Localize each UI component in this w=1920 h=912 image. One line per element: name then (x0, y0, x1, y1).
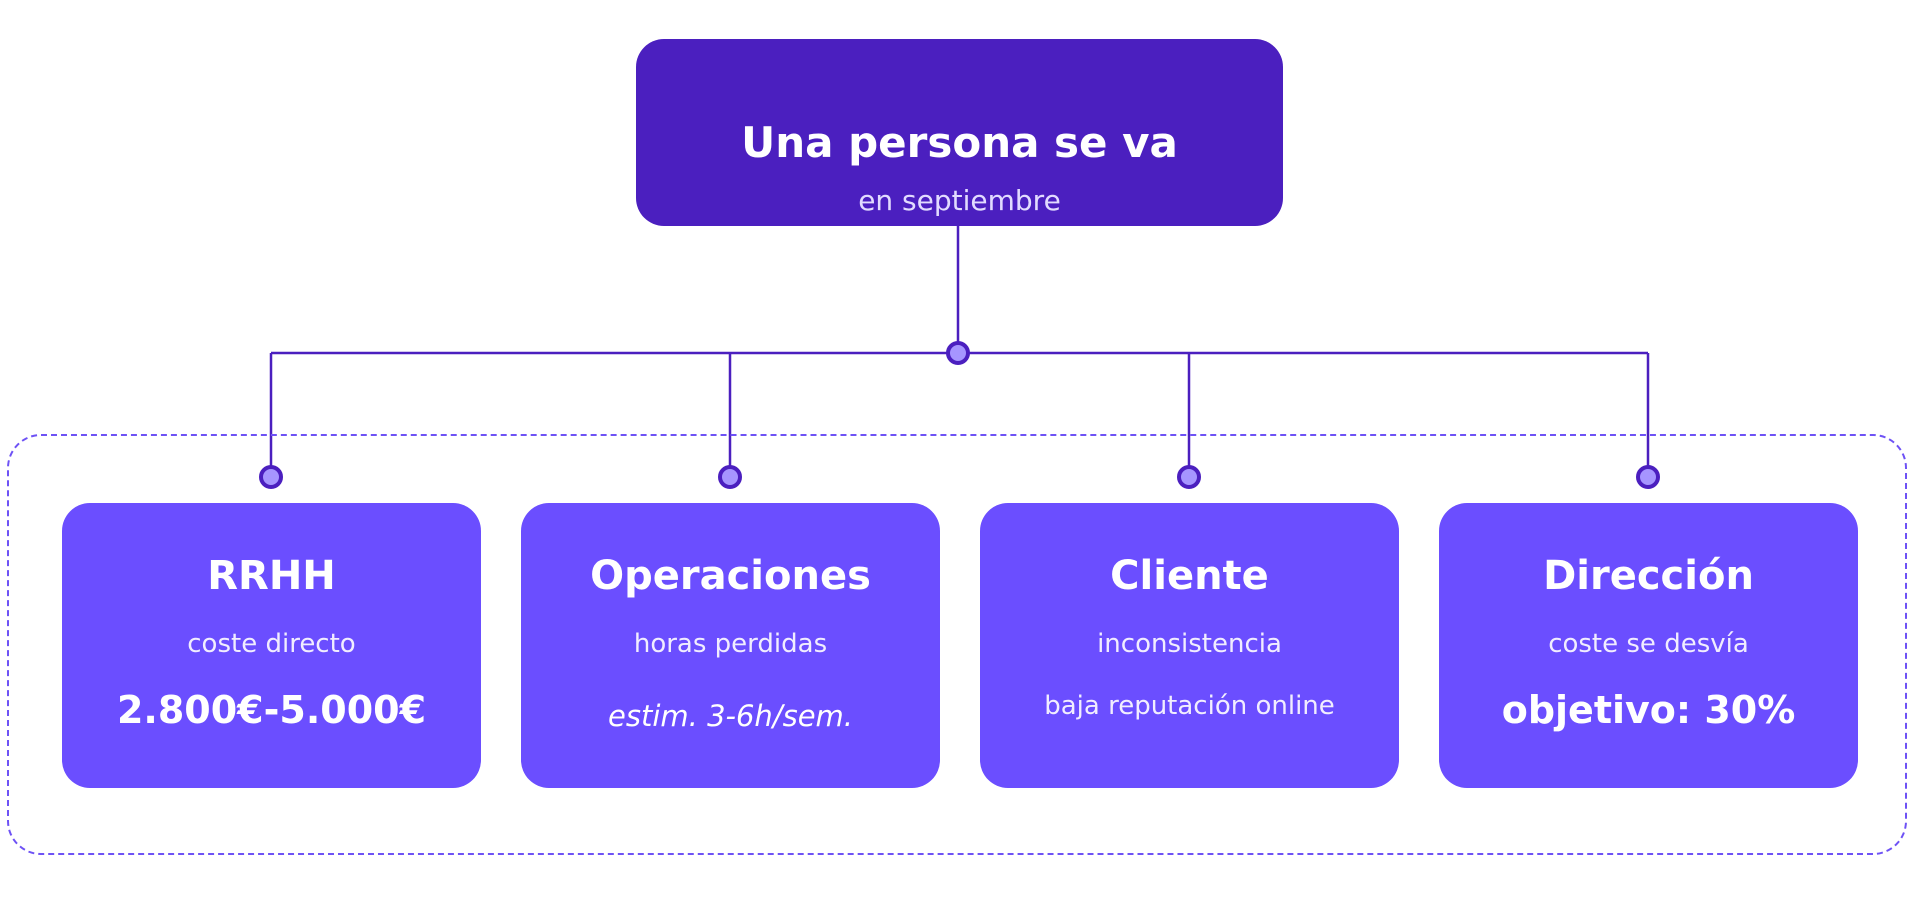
departments-group-frame (7, 434, 1907, 855)
department-secondary-description: baja reputación online (1044, 691, 1335, 721)
root-title: Una persona se va (741, 118, 1178, 167)
node-rrhh (259, 465, 283, 489)
department-target-value: objetivo: 30% (1501, 688, 1796, 732)
department-estimate-value: estim. 3-6h/sem. (608, 699, 853, 733)
node-cliente (1177, 465, 1201, 489)
department-title: RRHH (207, 553, 336, 599)
department-description: horas perdidas (633, 629, 828, 659)
root-subtitle: en septiembre (858, 184, 1061, 217)
department-title: Operaciones (590, 553, 871, 599)
department-card-rrhh: RRHH coste directo 2.800€-5.000€ (62, 503, 481, 788)
department-cost-value: 2.800€-5.000€ (116, 688, 427, 732)
department-title: Dirección (1543, 553, 1754, 599)
department-card-operaciones: Operaciones horas perdidas estim. 3-6h/s… (521, 503, 940, 788)
department-description: coste directo (187, 629, 356, 659)
node-operaciones (718, 465, 742, 489)
root-event-box: Una persona se va en septiembre (636, 39, 1283, 226)
department-title: Cliente (1110, 553, 1269, 599)
node-direccion (1636, 465, 1660, 489)
department-card-cliente: Cliente inconsistencia baja reputación o… (980, 503, 1399, 788)
department-description: coste se desvía (1548, 629, 1749, 659)
hub-node (946, 341, 970, 365)
department-description: inconsistencia (1097, 629, 1282, 659)
department-card-direccion: Dirección coste se desvía objetivo: 30% (1439, 503, 1858, 788)
